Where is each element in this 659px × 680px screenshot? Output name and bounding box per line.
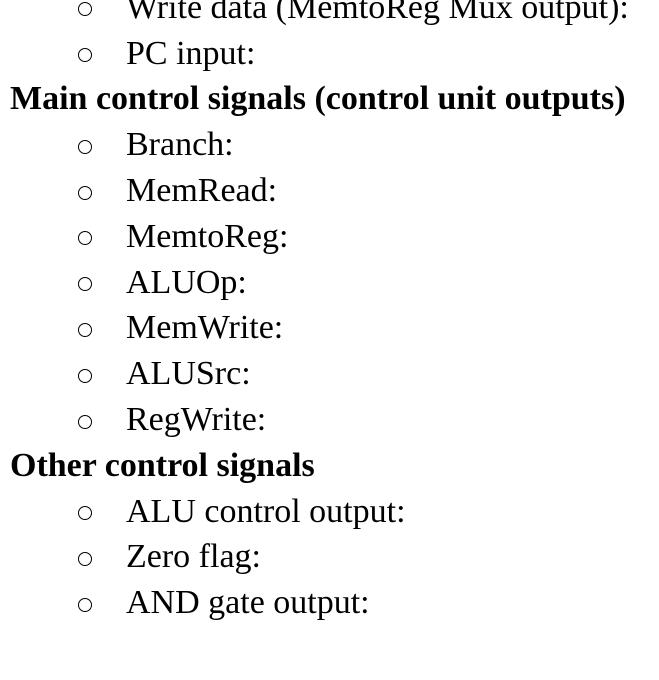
section-heading-main-control-signals: Main control signals (control unit outpu…: [0, 77, 659, 123]
list-item-label: Write data (MemtoReg Mux output):: [126, 0, 629, 26]
circle-bullet-icon: [78, 322, 92, 337]
circle-bullet-icon: [78, 48, 92, 63]
circle-bullet-icon: [78, 231, 92, 246]
list-item-label: MemWrite:: [126, 309, 284, 347]
list-item-label: MemtoReg:: [126, 217, 289, 255]
list-item-label: AND gate output:: [126, 584, 370, 622]
list-item: Write data (MemtoReg Mux output):: [0, 0, 659, 31]
list-item-label: Zero flag:: [126, 538, 261, 576]
circle-bullet-icon: [78, 2, 92, 17]
section-heading-other-control-signals: Other control signals: [0, 443, 659, 489]
list-item: PC input:: [0, 31, 659, 77]
circle-bullet-icon: [78, 414, 92, 429]
list-item: ALUSrc:: [0, 351, 659, 397]
list-item-label: Branch:: [126, 126, 234, 164]
document-content: Write data (MemtoReg Mux output): PC inp…: [0, 0, 659, 626]
list-item: RegWrite:: [0, 397, 659, 443]
circle-bullet-icon: [78, 277, 92, 292]
list-item: MemtoReg:: [0, 214, 659, 260]
list-item: ALU control output:: [0, 489, 659, 535]
circle-bullet-icon: [78, 506, 92, 521]
circle-bullet-icon: [78, 368, 92, 383]
list-item: Branch:: [0, 122, 659, 168]
list-item: MemRead:: [0, 168, 659, 214]
list-item: MemWrite:: [0, 306, 659, 352]
list-item-label: PC input:: [126, 34, 256, 72]
list-item-label: RegWrite:: [126, 401, 267, 439]
circle-bullet-icon: [78, 139, 92, 154]
section-heading-label: Main control signals (control unit outpu…: [10, 80, 626, 118]
list-item-label: ALUOp:: [126, 263, 247, 301]
section-heading-label: Other control signals: [10, 446, 315, 484]
list-item-label: MemRead:: [126, 172, 278, 210]
circle-bullet-icon: [78, 185, 92, 200]
list-item: ALUOp:: [0, 260, 659, 306]
circle-bullet-icon: [78, 597, 92, 612]
list-item: Zero flag:: [0, 535, 659, 581]
list-item: AND gate output:: [0, 580, 659, 626]
list-item-label: ALUSrc:: [126, 355, 251, 393]
list-item-label: ALU control output:: [126, 492, 406, 530]
circle-bullet-icon: [78, 551, 92, 566]
